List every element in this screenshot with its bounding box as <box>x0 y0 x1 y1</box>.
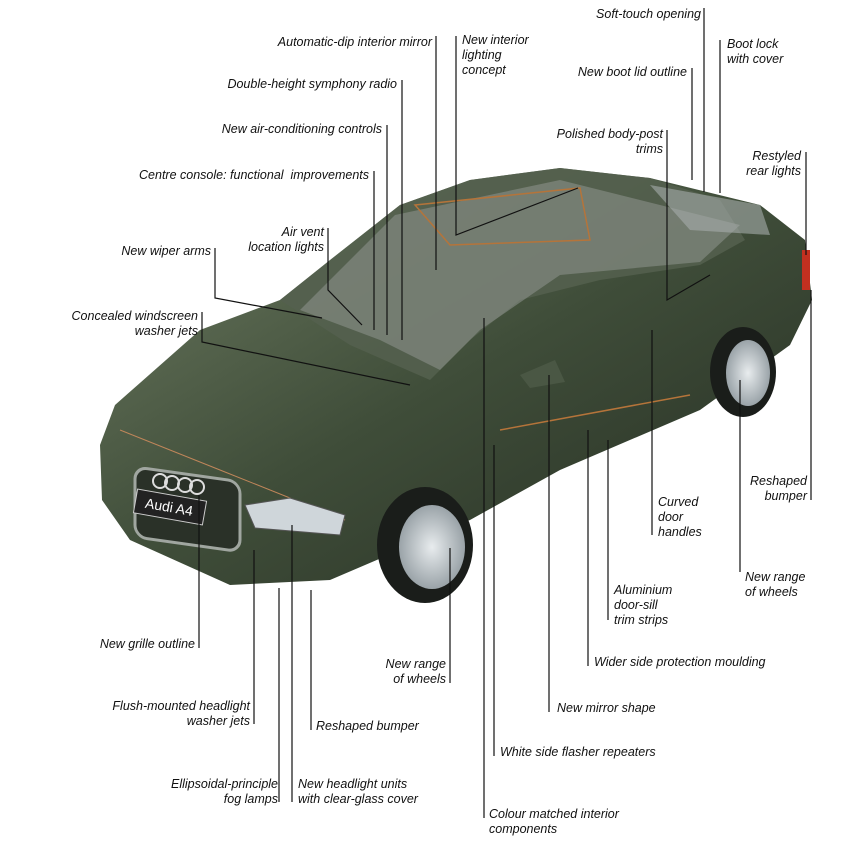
label-symphony-radio: Double-height symphony radio <box>227 77 397 91</box>
label-boot-lid: New boot lid outline <box>577 65 687 79</box>
label-auto-dip-mirror: Automatic-dip interior mirror <box>277 35 432 49</box>
label-soft-touch-opening: Soft-touch opening <box>596 7 701 21</box>
label-reshaped-bumper-front: Reshaped bumper <box>316 719 419 733</box>
car-body: Audi A4 <box>100 168 812 603</box>
label-wiper-arms: New wiper arms <box>121 244 211 258</box>
label-air-con: New air-conditioning controls <box>221 122 382 136</box>
label-fog-lamps: Ellipsoidal-principle fog lamps <box>171 777 278 806</box>
label-side-moulding: Wider side protection moulding <box>594 655 766 669</box>
label-wheels-rear: New range of wheels <box>745 570 806 599</box>
label-reshaped-bumper-rear: Reshaped bumper <box>750 474 807 503</box>
door-mirror <box>520 360 565 388</box>
label-rear-lights: Restyled rear lights <box>746 149 801 178</box>
label-flasher-repeaters: White side flasher repeaters <box>500 745 656 759</box>
label-mirror-shape: New mirror shape <box>557 701 656 715</box>
rear-light <box>802 250 810 290</box>
label-grille: New grille outline <box>99 637 195 651</box>
label-air-vent: Air vent location lights <box>248 225 324 254</box>
front-wheel <box>399 505 465 589</box>
label-door-handles: Curved door handles <box>658 495 702 539</box>
label-washer-jets: Concealed windscreen washer jets <box>71 309 198 338</box>
number-plate: Audi A4 <box>132 488 208 526</box>
label-interior-lighting: New interior lighting concept <box>462 33 529 77</box>
rear-wheel <box>726 340 770 406</box>
label-boot-lock: Boot lock with cover <box>727 37 784 66</box>
label-wheels-front: New range of wheels <box>385 657 446 686</box>
label-interior-components: Colour matched interior components <box>489 807 619 836</box>
label-headlight-washer: Flush-mounted headlight washer jets <box>112 699 250 728</box>
label-centre-console: Centre console: functional improvements <box>139 168 369 182</box>
leader-lines <box>198 8 812 818</box>
label-door-sill: Aluminium door-sill trim strips <box>614 583 673 627</box>
label-body-post-trims: Polished body-post trims <box>556 127 663 156</box>
label-headlight-units: New headlight units with clear-glass cov… <box>298 777 418 806</box>
